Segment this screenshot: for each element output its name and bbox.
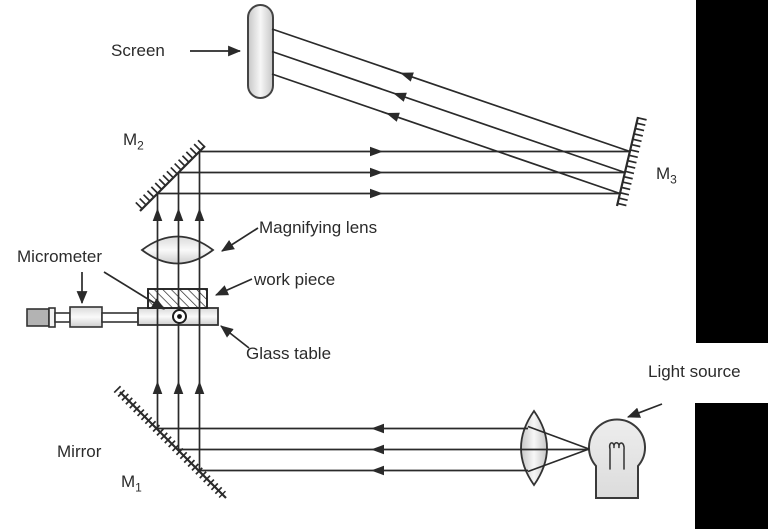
black-bar-bottom — [695, 403, 768, 529]
light-source-label: Light source — [648, 362, 741, 381]
ray-arrowheads — [152, 72, 414, 476]
glass-table-pointer-arrow — [220, 325, 250, 349]
mirror-m1-label: M1 — [121, 472, 142, 495]
table-pivot-knob — [172, 309, 187, 324]
screen-label: Screen — [111, 41, 165, 60]
magnifying-lens-label: Magnifying lens — [259, 218, 378, 237]
magnifying-lens-shape — [140, 235, 215, 265]
micrometer-spindle-pointer-arrow — [103, 271, 165, 310]
light-rays — [156, 28, 631, 473]
mirror-m1-shape — [113, 385, 227, 499]
glass-table-label: Glass table — [246, 344, 332, 363]
filament-icon — [608, 442, 625, 470]
micrometer-knob — [26, 308, 50, 327]
mirror-m3-label: M3 — [656, 164, 677, 187]
micrometer-spindle — [101, 312, 139, 323]
mirror-m3-shape — [615, 116, 647, 209]
mirror-m2-label: M2 — [123, 130, 144, 153]
magnifying-lens-pointer-arrow — [221, 227, 259, 252]
light-source-pointer-arrow — [626, 403, 663, 418]
work-piece-pointer-arrow — [215, 278, 253, 296]
black-crop-bars — [695, 0, 768, 529]
condenser-lens-shape — [520, 409, 548, 487]
light-source-shape — [588, 418, 646, 499]
micrometer-label: Micrometer — [17, 247, 103, 266]
micrometer-sleeve — [54, 312, 71, 323]
micrometer-shape — [26, 306, 139, 328]
mirror-label: Mirror — [57, 442, 102, 461]
micrometer-thimble — [69, 306, 103, 328]
micrometer-lock-ring — [48, 307, 56, 328]
mirror-m2-shape — [133, 139, 206, 212]
screen-shape — [247, 4, 274, 99]
label-leader-arrows — [76, 45, 663, 418]
black-bar-top — [696, 0, 768, 343]
work-piece-label: work piece — [254, 270, 336, 289]
